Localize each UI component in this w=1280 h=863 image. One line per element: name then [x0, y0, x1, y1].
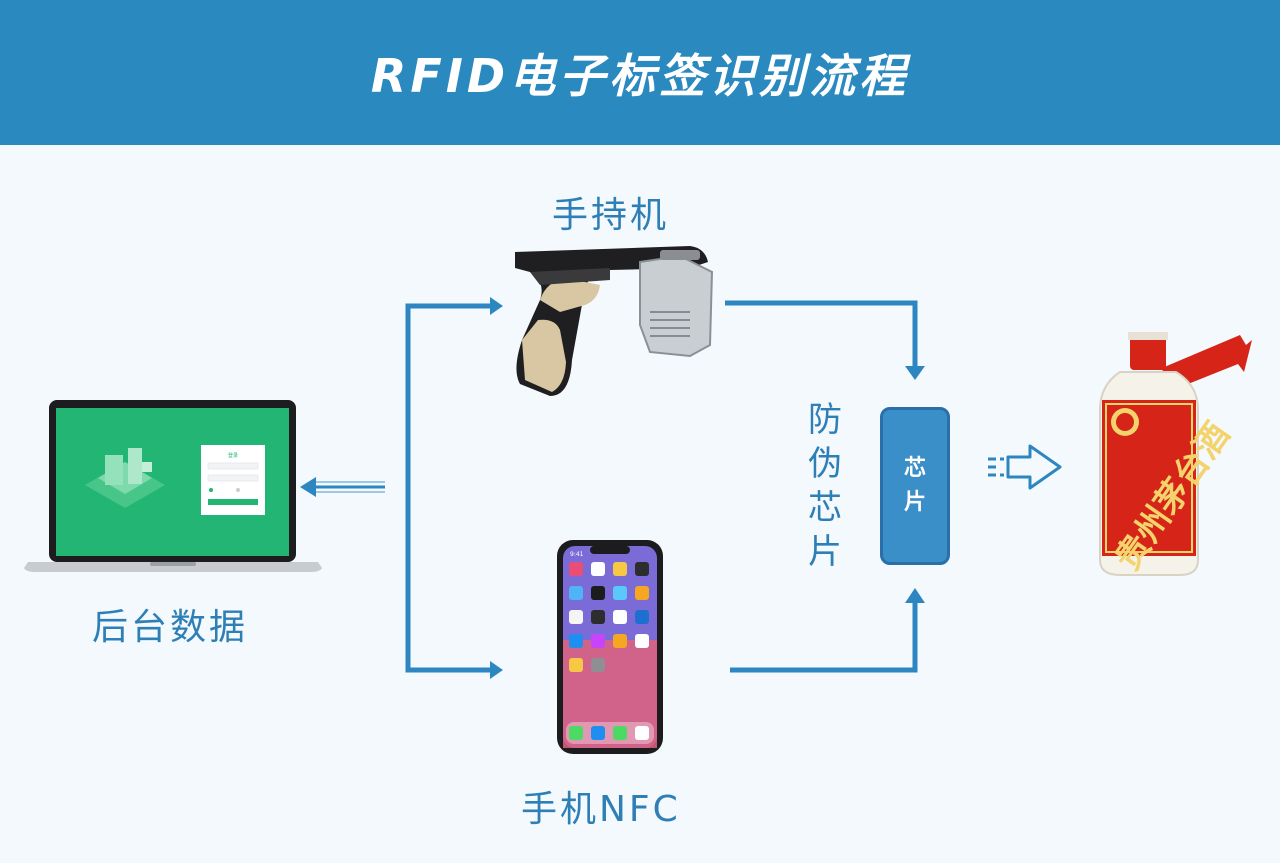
chip-box: 芯 片: [880, 407, 950, 565]
bracket-line: [405, 303, 495, 673]
chip-char: 芯: [903, 456, 926, 481]
arrow-to-backend: [300, 477, 385, 497]
backend-label: 后台数据: [92, 607, 249, 648]
page-title: RFID电子标签识别流程: [370, 48, 910, 103]
handheld-to-chip-line: [725, 300, 918, 368]
chip-char: 片: [903, 490, 926, 515]
handheld-illustration: [515, 246, 714, 396]
app-icon-grid: [566, 562, 654, 744]
bottle-illustration: 贵州茅台酒: [1099, 332, 1252, 578]
anticounterfeit-char: 芯: [808, 488, 842, 528]
phone-illustration: 9:41: [557, 540, 663, 754]
phone-label: 手机NFC: [521, 789, 681, 830]
header-banner: RFID电子标签识别流程: [0, 0, 1280, 145]
anticounterfeit-chip-label: 防 伪 芯 片: [803, 398, 847, 574]
arrow-to-phone: [490, 661, 503, 679]
phone-to-chip-line: [730, 600, 918, 673]
anticounterfeit-char: 防: [808, 400, 842, 440]
arrow-to-handheld: [490, 297, 503, 315]
anticounterfeit-char: 片: [808, 532, 842, 572]
laptop-illustration: 登录: [24, 400, 322, 572]
phone-to-chip-arrow: [905, 588, 925, 603]
chip-to-bottle-arrow: [988, 444, 1062, 490]
phone-time: 9:41: [570, 551, 584, 558]
login-title: 登录: [228, 452, 238, 459]
handheld-label: 手持机: [552, 195, 670, 236]
anticounterfeit-char: 伪: [808, 444, 842, 484]
handheld-to-chip-arrow: [905, 366, 925, 380]
